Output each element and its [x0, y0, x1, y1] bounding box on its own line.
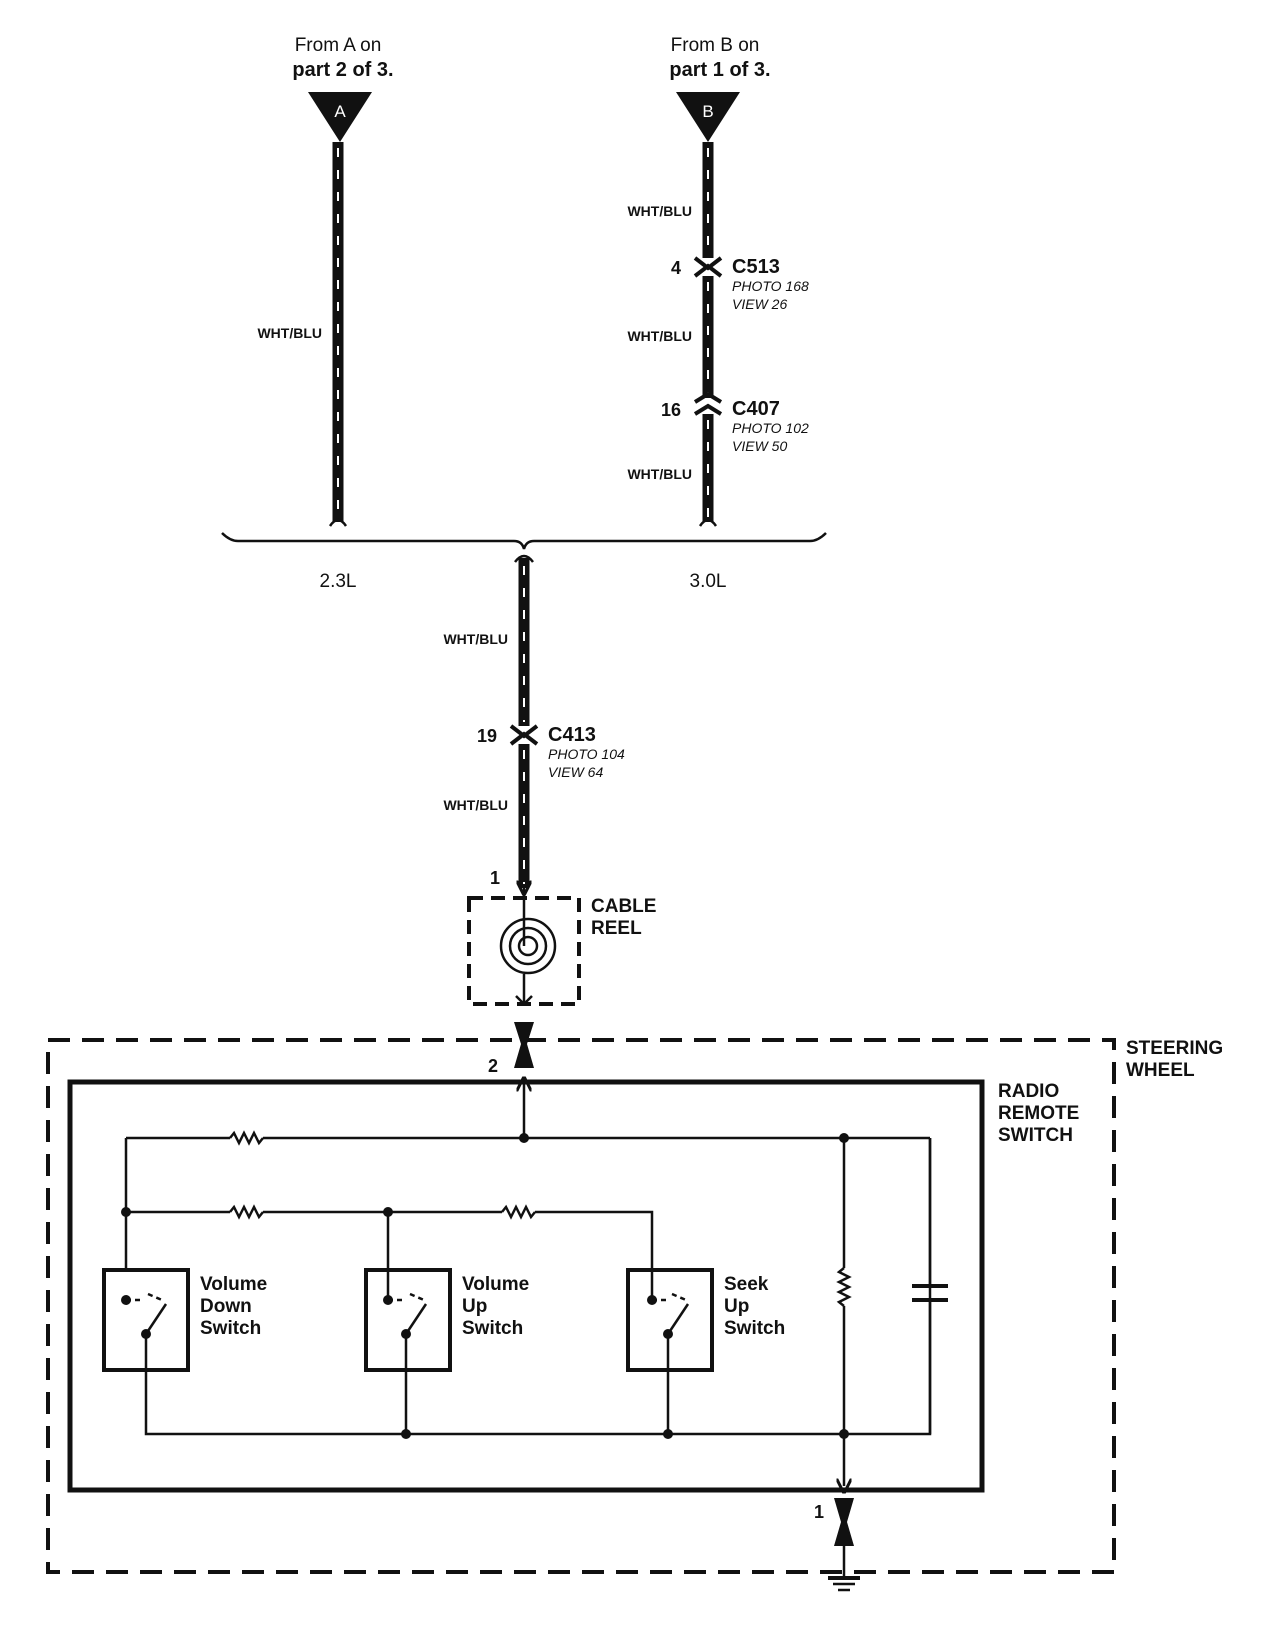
switch-2-line1: Volume	[462, 1274, 529, 1295]
source-b-line1: From B on	[671, 35, 760, 56]
steering-wheel-box	[46, 1038, 1116, 1574]
switch-2-line3: Switch	[462, 1318, 523, 1339]
seek-up-switch-icon	[626, 1268, 714, 1372]
wire-a-color-label: WHT/BLU	[257, 325, 322, 341]
switch-1-line3: Switch	[200, 1318, 261, 1339]
wire-a	[328, 142, 348, 527]
c407-pin: 16	[661, 400, 681, 420]
switch-circuit	[121, 1084, 948, 1486]
radio-switch-label-line2: REMOTE	[998, 1103, 1079, 1124]
volume-up-switch-icon	[364, 1268, 452, 1372]
source-a-letter: A	[334, 102, 346, 121]
pin1-label: 1	[814, 1502, 824, 1522]
engine-variant-brace	[221, 532, 827, 550]
wire-main1-color-label: WHT/BLU	[443, 631, 508, 647]
pin2-label: 2	[488, 1056, 498, 1076]
steering-wheel-label-line2: WHEEL	[1126, 1060, 1195, 1081]
volume-down-switch-icon	[102, 1268, 190, 1372]
c413-view: VIEW 64	[548, 764, 603, 780]
radio-switch-label-line3: SWITCH	[998, 1125, 1073, 1146]
cable-reel-label-line2: REEL	[591, 918, 642, 939]
switch-2-line2: Up	[462, 1296, 487, 1317]
c513-id: C513	[732, 256, 780, 278]
c413-pin: 19	[477, 726, 497, 746]
steering-wheel-label-line1: STEERING	[1126, 1038, 1223, 1059]
pin2-connector-icon	[514, 1022, 534, 1068]
source-b-line2: part 1 of 3.	[669, 59, 770, 81]
source-b-letter: B	[702, 102, 713, 121]
switch-3-line2: Up	[724, 1296, 749, 1317]
c413-id: C413	[548, 724, 596, 746]
source-a-line2: part 2 of 3.	[292, 59, 393, 81]
source-a-line1: From A on	[295, 35, 382, 56]
c513-photo: PHOTO 168	[732, 278, 809, 294]
wire-b1-color-label: WHT/BLU	[627, 203, 692, 219]
c513-view: VIEW 26	[732, 296, 787, 312]
switch-1-line2: Down	[200, 1296, 252, 1317]
engine-right-label: 3.0L	[690, 571, 727, 592]
wire-b3-color-label: WHT/BLU	[627, 466, 692, 482]
c513-connector-icon	[693, 256, 723, 278]
c407-view: VIEW 50	[732, 438, 787, 454]
c407-photo: PHOTO 102	[732, 420, 809, 436]
wire-main	[514, 554, 534, 888]
ground-icon	[828, 1546, 860, 1592]
c413-photo: PHOTO 104	[548, 746, 625, 762]
cable-reel-coil-icon	[499, 888, 557, 1006]
c407-connector-icon	[693, 391, 723, 416]
c407-id: C407	[732, 398, 780, 420]
switch-1-line1: Volume	[200, 1274, 267, 1295]
engine-left-label: 2.3L	[320, 571, 357, 592]
pin1-connector-icon	[834, 1498, 854, 1546]
c513-pin: 4	[671, 258, 681, 278]
switch-3-line3: Switch	[724, 1318, 785, 1339]
radio-switch-label-line1: RADIO	[998, 1081, 1059, 1102]
source-b-arrow-icon	[676, 92, 740, 142]
cable-reel-pin: 1	[490, 868, 500, 888]
c413-connector-icon	[509, 724, 539, 746]
source-a-arrow-icon	[308, 92, 372, 142]
wire-b2-color-label: WHT/BLU	[627, 328, 692, 344]
wire-main2-color-label: WHT/BLU	[443, 797, 508, 813]
cable-reel-label-line1: CABLE	[591, 896, 656, 917]
switch-3-line1: Seek	[724, 1274, 769, 1295]
wire-b	[698, 142, 718, 527]
